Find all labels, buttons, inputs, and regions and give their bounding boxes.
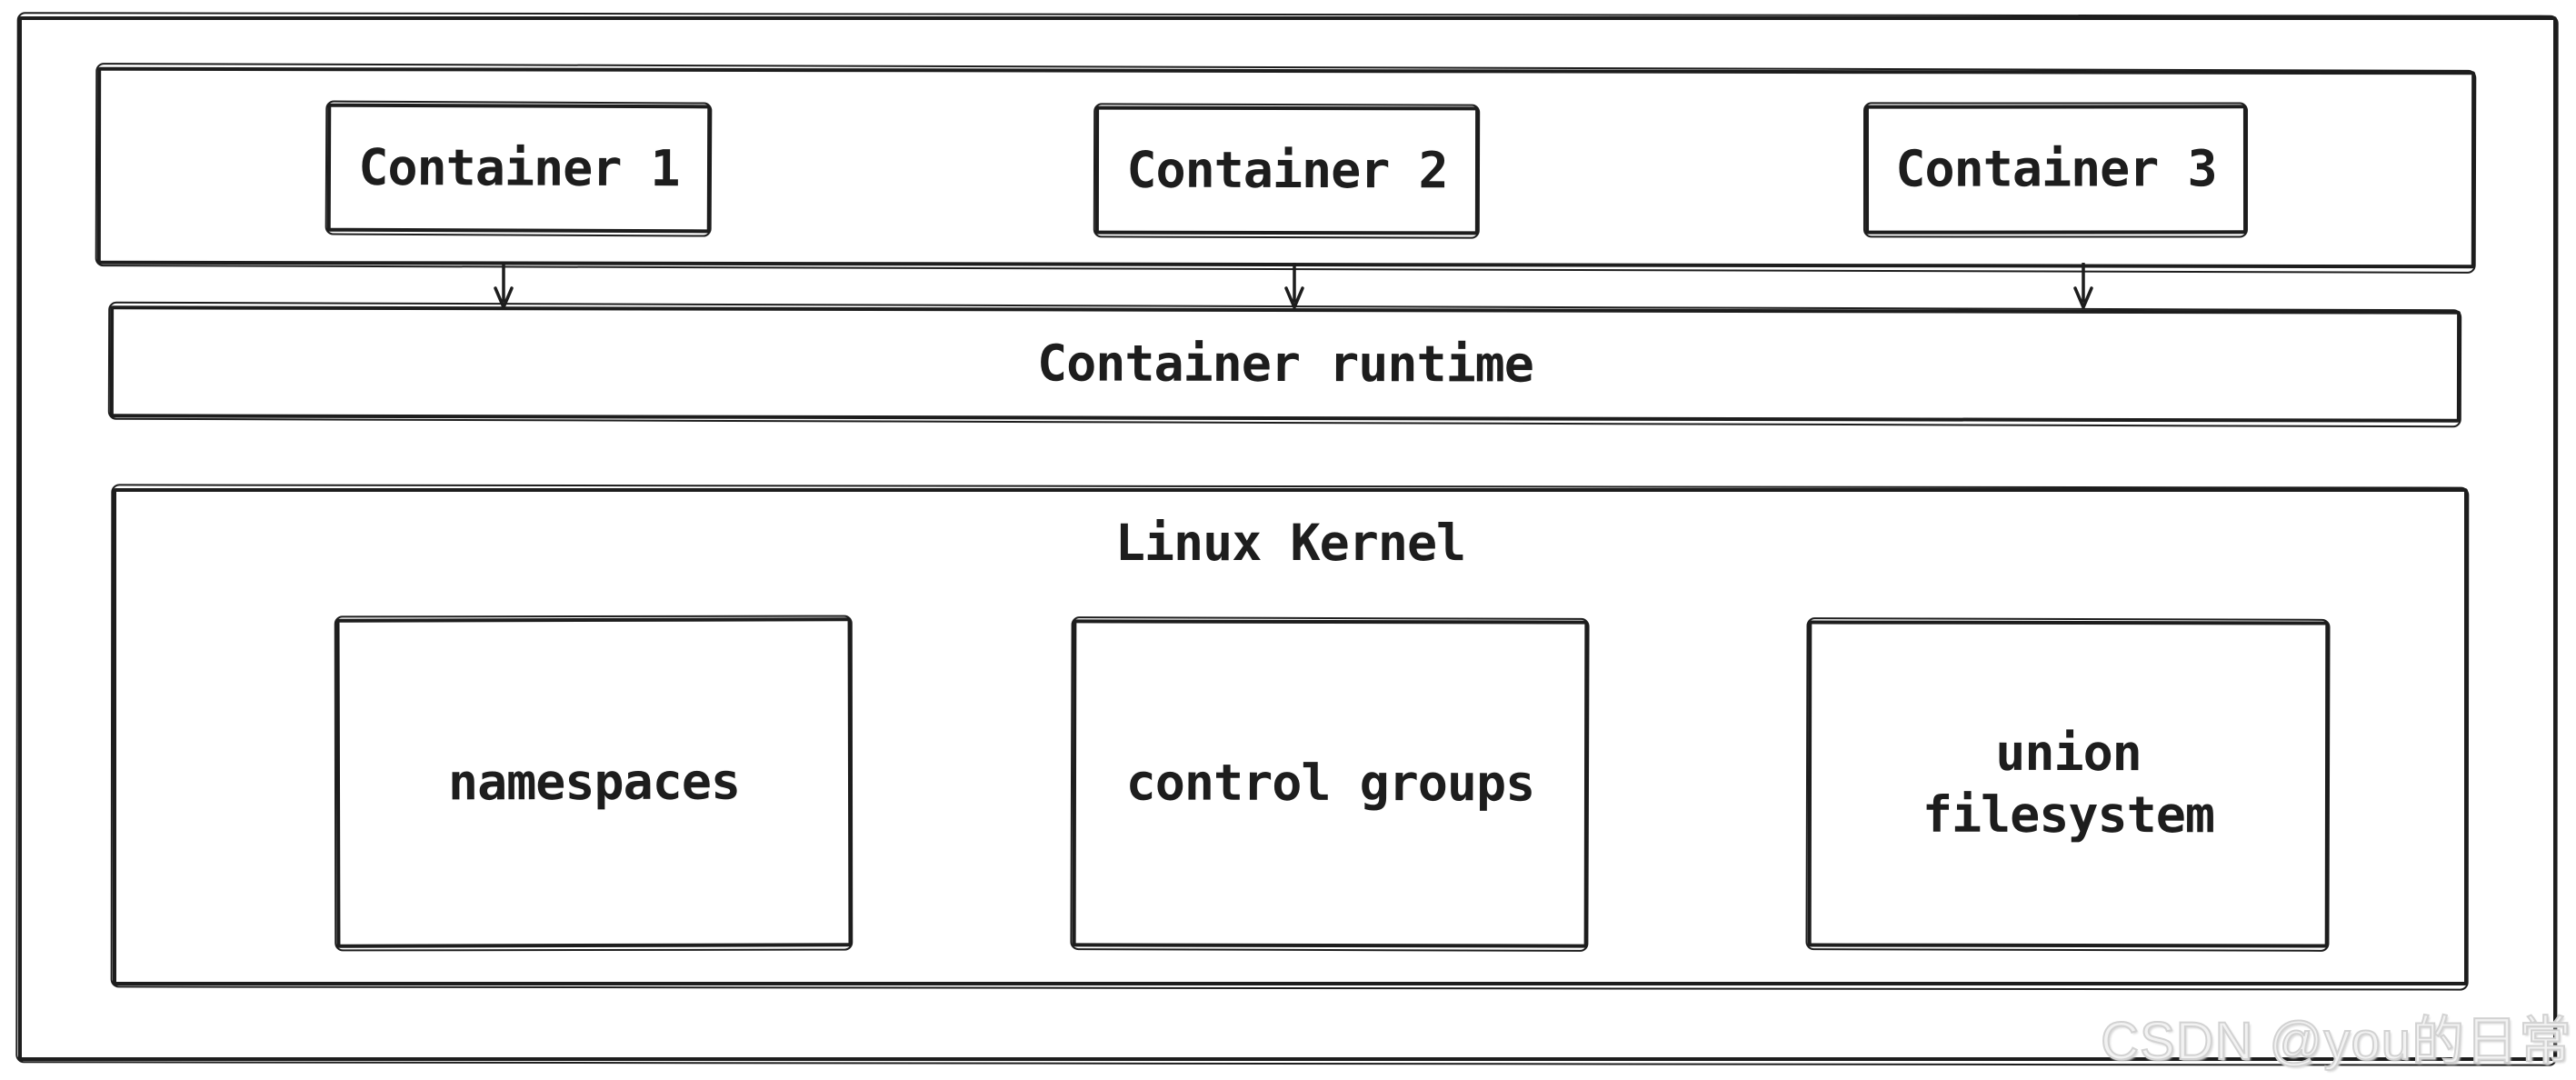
namespaces-box: namespaces	[335, 617, 853, 948]
arrow-down-icon	[2070, 263, 2097, 310]
union-filesystem-box: union filesystem	[1807, 620, 2330, 948]
container-3-box: Container 3	[1864, 105, 2248, 235]
control-groups-box: control groups	[1072, 619, 1589, 948]
control-groups-label: control groups	[1125, 753, 1535, 813]
linux-kernel-box: Linux Kernel namespaces control groups u…	[113, 488, 2468, 985]
arrow-down-icon	[490, 263, 517, 310]
union-filesystem-label: union filesystem	[1922, 724, 2215, 844]
container-2-label: Container 2	[1126, 140, 1448, 200]
container-2-box: Container 2	[1094, 105, 1480, 235]
container-runtime-box: Container runtime	[109, 305, 2461, 423]
namespaces-label: namespaces	[447, 753, 741, 812]
arrow-down-icon	[1281, 263, 1308, 310]
container-1-box: Container 1	[326, 103, 712, 234]
host-outer-box: Container 1 Container 2 Container 3	[18, 16, 2557, 1061]
container-3-label: Container 3	[1895, 139, 2217, 199]
containers-row-box: Container 1 Container 2 Container 3	[96, 66, 2476, 269]
container-runtime-label: Container runtime	[1036, 334, 1534, 394]
container-1-label: Container 1	[358, 137, 680, 198]
linux-kernel-title: Linux Kernel	[1114, 514, 1466, 572]
csdn-watermark: CSDN @you的日常	[2100, 1011, 2572, 1072]
